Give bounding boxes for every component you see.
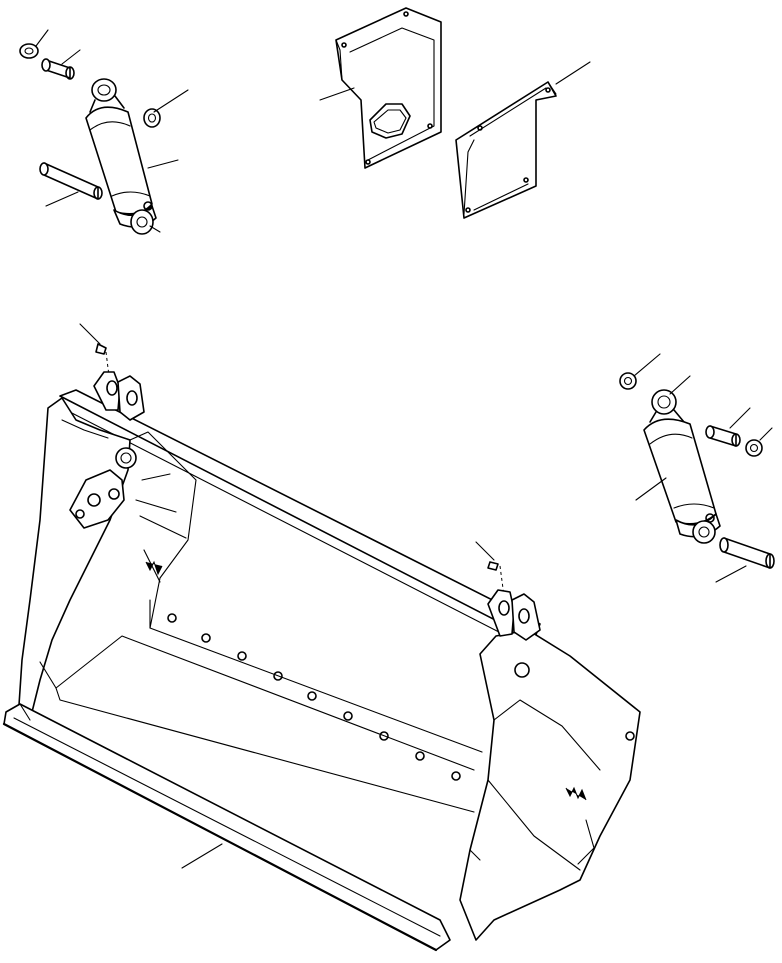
grease-fitting-left [79,323,111,385]
long-pin-top-left [39,162,103,200]
short-pin-right [705,425,741,447]
long-pin-right [719,537,775,569]
cover-plate-right [455,61,591,219]
leader-lines-right [633,353,773,583]
bucket-mount-left [93,371,145,469]
cylinder-eye-top-left [89,78,125,113]
grease-fitting-right [475,541,505,597]
washer-right-1 [619,372,637,390]
washer-top-left-2 [143,108,161,128]
bucket-holes-row [167,613,461,781]
cylinder-body-left [85,106,157,235]
washer-right-2 [745,439,763,457]
cover-plate-left [319,7,442,169]
hydraulic-cylinder-left-group [19,29,189,235]
hydraulic-cylinder-right-group [619,353,775,583]
bucket [2,371,641,952]
washer-top-left [19,43,39,59]
bucket-mount-right [487,589,541,641]
cylinder-body-right [643,418,721,544]
short-pin-top-left [41,58,75,80]
cylinder-eye-top-right [649,389,685,423]
leader-lines-top-left [35,29,189,233]
